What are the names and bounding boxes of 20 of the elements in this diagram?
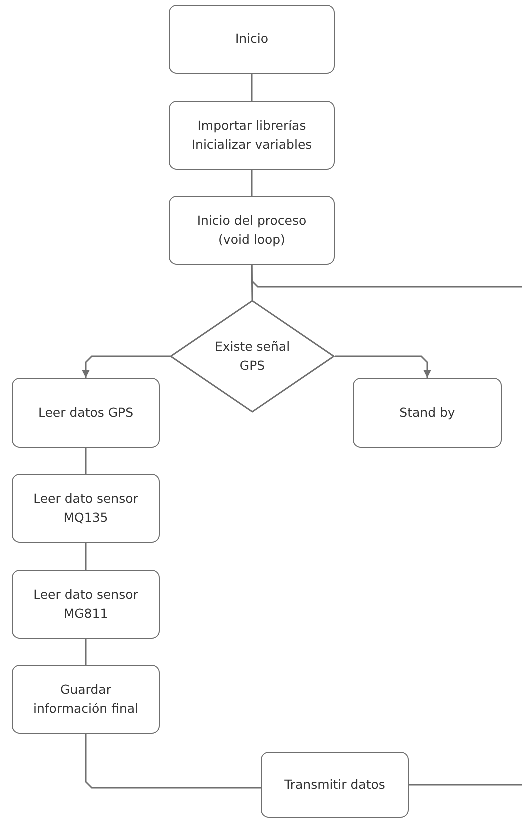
connector-line	[85, 543, 87, 570]
connector-line	[85, 639, 87, 665]
connector-line	[409, 784, 522, 786]
process-box: Importar librerías Inicializar variables	[169, 101, 335, 170]
connector-line	[251, 74, 253, 101]
connector-line	[251, 170, 253, 196]
connector-line	[251, 265, 522, 288]
process-box: Inicio del proceso (void loop)	[169, 196, 335, 265]
process-box: Leer dato sensor MQ135	[12, 474, 160, 543]
process-box: Transmitir datos	[261, 752, 409, 818]
arrow	[335, 356, 432, 378]
process-box: Inicio	[169, 5, 335, 74]
arrow	[82, 356, 170, 378]
decision-diamond: Existe señal GPS	[170, 300, 335, 413]
process-box: Leer datos GPS	[12, 378, 160, 448]
process-box: Leer dato sensor MG811	[12, 570, 160, 639]
process-box: Guardar información final	[12, 665, 160, 734]
connector-line	[85, 448, 87, 474]
connector-line	[85, 734, 261, 789]
process-box: Stand by	[353, 378, 502, 448]
